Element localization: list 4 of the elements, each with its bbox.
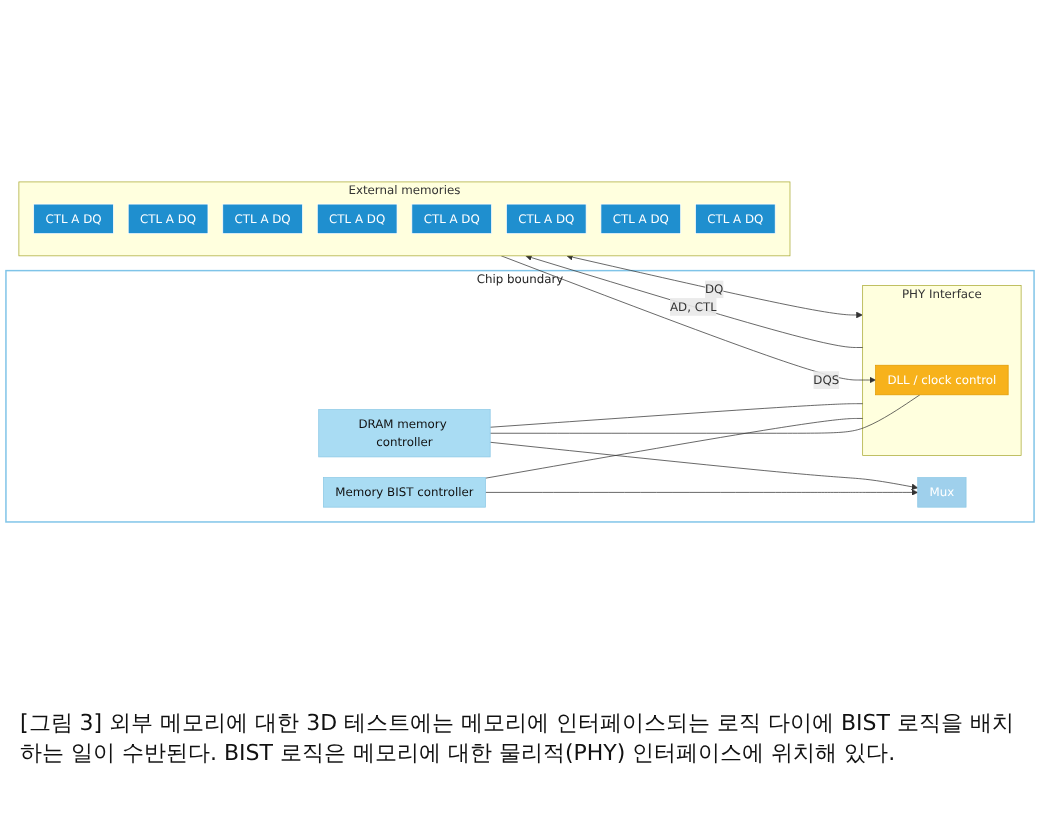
connector [489,403,864,428]
figure-caption: [그림 3] 외부 메모리에 대한 3D 테스트에는 메모리에 인터페이스되는 로직 다이에 BIST 로직을 배치하는 일이 수반된다. BIST 로직은 메모리에 대한 물리적(PHY) 인터페이스에 위치해 있다. [18,708,1016,770]
connector [489,394,921,434]
connector [485,418,864,479]
